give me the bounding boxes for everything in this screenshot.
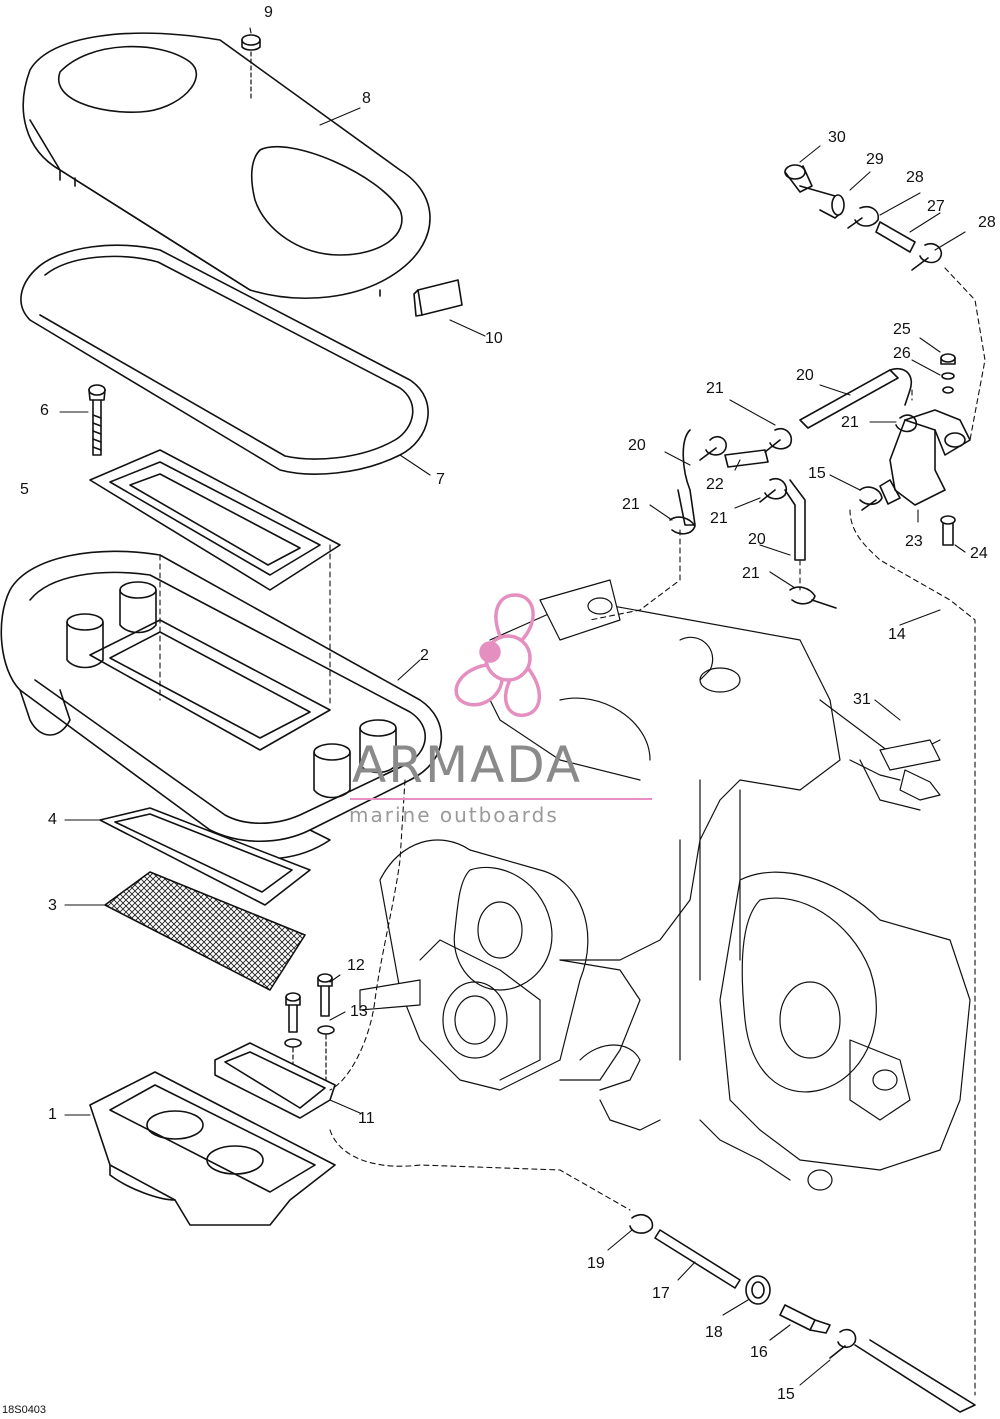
callout-29: 29 [866, 151, 884, 168]
callout-3: 3 [48, 897, 57, 914]
callout-14: 14 [888, 626, 906, 643]
bolt-part-6 [88, 384, 106, 456]
callout-20-top: 20 [796, 367, 814, 384]
fuel-valve-assembly [669, 353, 971, 609]
callout-28-right: 28 [978, 214, 996, 231]
plate-gasket [89, 449, 341, 591]
callout-2: 2 [420, 647, 429, 664]
watermark-rule [350, 798, 652, 800]
callout-23: 23 [905, 533, 923, 550]
top-hose-assembly [784, 164, 943, 271]
frame-gasket-part-4 [99, 807, 311, 906]
callout-6: 6 [40, 402, 49, 419]
callout-21-b: 21 [841, 414, 859, 431]
callout-8: 8 [362, 90, 371, 107]
watermark-subtitle: marine outboards [349, 803, 559, 827]
callout-1: 1 [48, 1106, 57, 1123]
callout-9: 9 [264, 4, 273, 21]
callout-21-d: 21 [710, 510, 728, 527]
callout-13: 13 [350, 1003, 368, 1020]
carb-base-part-1 [89, 1071, 336, 1226]
airbox-base [0, 550, 443, 860]
watermark-logo [454, 593, 542, 717]
callout-26: 26 [893, 345, 911, 362]
callout-28-left: 28 [906, 169, 924, 186]
drawing-code: 18S0403 [2, 1404, 47, 1416]
callout-5: 5 [20, 481, 29, 498]
callout-31: 31 [853, 691, 871, 708]
mesh-screen-part-3 [104, 871, 306, 991]
callout-20-mid: 20 [748, 531, 766, 548]
gasket-part-11 [214, 1042, 336, 1119]
callout-18: 18 [705, 1324, 723, 1341]
callout-4: 4 [48, 811, 57, 828]
callout-11: 11 [358, 1110, 375, 1127]
callout-21-a: 21 [706, 380, 724, 397]
bottom-hose-assembly [629, 1213, 976, 1413]
callout-21-c: 21 [622, 496, 640, 513]
engine-outline [359, 579, 971, 1191]
callout-30: 30 [828, 129, 846, 146]
callout-20-left: 20 [628, 437, 646, 454]
callout-17: 17 [652, 1285, 670, 1302]
callout-24: 24 [970, 545, 988, 562]
block-part-10 [413, 279, 463, 317]
callout-16: 16 [750, 1344, 768, 1361]
callout-7: 7 [436, 471, 445, 488]
callout-27: 27 [927, 198, 945, 215]
leader-lines [59, 27, 966, 1386]
nut-part-9 [241, 34, 261, 101]
callout-21-e: 21 [742, 565, 760, 582]
filter-part-7 [20, 244, 429, 475]
intake-cover [22, 32, 431, 299]
callout-15-upper: 15 [808, 465, 826, 482]
callout-15-lower: 15 [777, 1386, 795, 1403]
watermark-title: ARMADA [352, 736, 583, 794]
callout-22: 22 [706, 476, 724, 493]
callout-12: 12 [347, 957, 365, 974]
connector-lines [159, 267, 986, 1396]
callout-19: 19 [587, 1255, 605, 1272]
callout-10: 10 [485, 330, 503, 347]
callout-25: 25 [893, 321, 911, 338]
